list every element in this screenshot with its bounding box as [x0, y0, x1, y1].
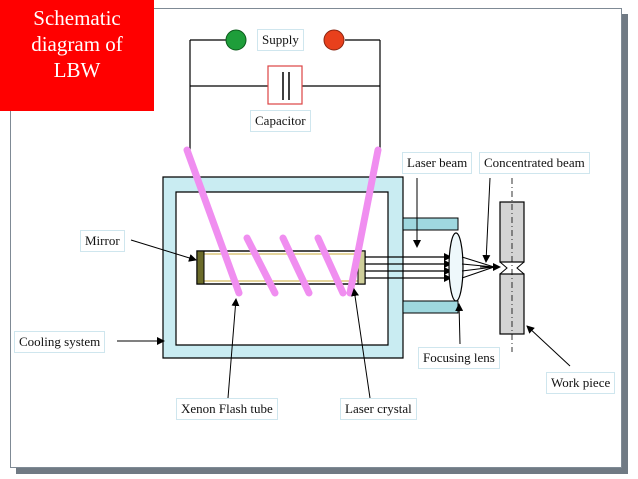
focusing-lens [448, 232, 464, 302]
beam-port-lower [402, 300, 459, 314]
supply-terminal-right [323, 29, 345, 51]
supply-terminal-left [225, 29, 247, 51]
label-supply: Supply [257, 29, 304, 51]
cooling-jacket [162, 176, 404, 359]
leader-xenon-flash-tube [227, 298, 240, 399]
label-laser-beam: Laser beam [402, 152, 473, 174]
leader-lines [117, 177, 571, 399]
slide-title: Schematic diagram of LBW [0, 0, 154, 111]
concentrated-beam [461, 256, 501, 279]
leader-work-piece [526, 325, 571, 367]
title-line-1: Schematic [33, 6, 121, 30]
focus-ray-1 [461, 256, 495, 268]
flash-tube-lead-right [346, 146, 382, 297]
supply-circuit [189, 29, 381, 150]
focus-ray-4 [461, 266, 495, 279]
cooling-housing [162, 176, 459, 359]
label-capacitor: Capacitor [250, 110, 311, 132]
title-line-3: LBW [53, 58, 101, 82]
label-cooling-system: Cooling system [14, 331, 106, 353]
label-laser-crystal: Laser crystal [340, 398, 417, 420]
mirror-left [196, 250, 205, 285]
label-focusing-lens: Focusing lens [418, 347, 500, 369]
flash-tube-turn-2 [279, 234, 313, 297]
laser-beam [365, 253, 452, 282]
capacitor-box [267, 65, 303, 105]
leader-mirror [130, 239, 197, 262]
label-xenon-flash-tube: Xenon Flash tube [176, 398, 278, 420]
work-piece [499, 178, 525, 352]
label-concentrated-beam: Concentrated beam [479, 152, 590, 174]
flash-tube-lead-left [183, 146, 243, 297]
weld-joint [499, 261, 525, 275]
leader-focusing-lens [455, 303, 464, 345]
flash-tube-turn-3 [314, 234, 347, 297]
beam-port-upper [402, 217, 459, 231]
xenon-flash-tube-coil [183, 146, 382, 297]
label-mirror: Mirror [80, 230, 125, 252]
flash-tube-turn-1 [243, 234, 279, 297]
label-work-piece: Work piece [546, 372, 616, 394]
leader-laser-crystal [351, 288, 371, 399]
focus-ray-3 [461, 266, 495, 272]
title-line-2: diagram of [31, 32, 123, 56]
leader-concentrated-beam [482, 177, 491, 263]
